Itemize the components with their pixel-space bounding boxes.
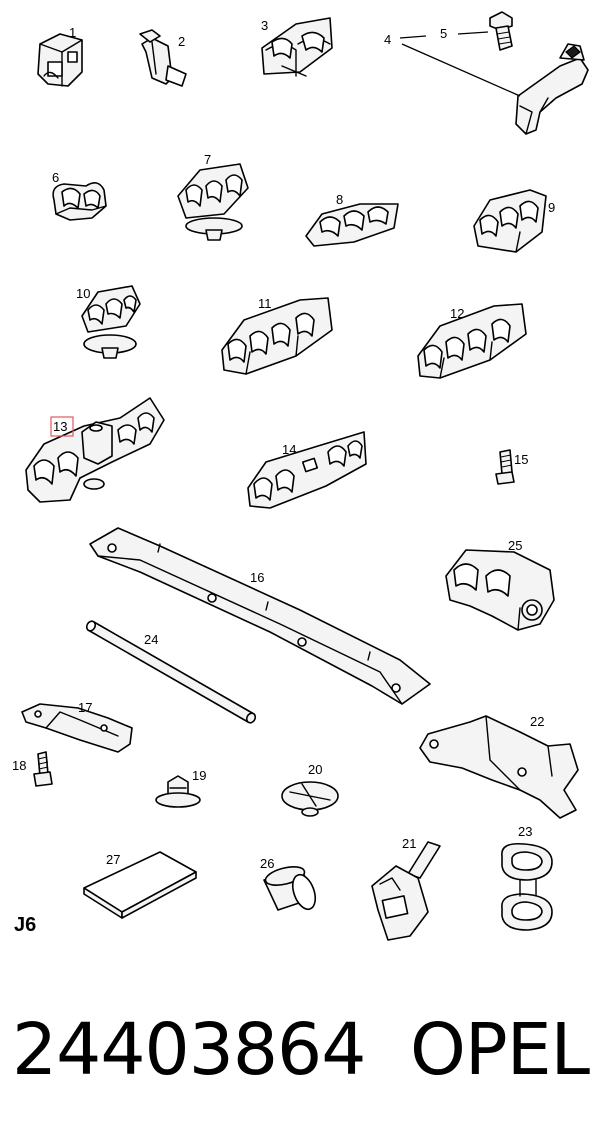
part-23-ring-clip xyxy=(501,842,553,931)
brand-name: OPEL xyxy=(410,1008,590,1091)
callout-10: 10 xyxy=(76,286,90,301)
part-9-triple-clip xyxy=(473,189,547,253)
part-10-clip-mushroom xyxy=(81,285,141,359)
callout-2: 2 xyxy=(178,34,185,49)
callout-25: 25 xyxy=(508,538,522,553)
callout-15: 15 xyxy=(514,452,528,467)
part-26-sleeve xyxy=(263,866,317,911)
callout-6: 6 xyxy=(52,170,59,185)
part-24-rod xyxy=(85,620,257,724)
callout-1: 1 xyxy=(69,25,76,40)
callout-16: 16 xyxy=(250,570,264,585)
callout-23: 23 xyxy=(518,824,532,839)
callout-20: 20 xyxy=(308,762,322,777)
part-1-clip xyxy=(37,33,83,87)
part-3-double-clip xyxy=(261,17,333,77)
leader-4b xyxy=(401,43,521,97)
part-22-bracket xyxy=(419,715,579,819)
diagram-code: J6 xyxy=(14,914,37,936)
callout-9: 9 xyxy=(548,200,555,215)
leader-5 xyxy=(457,31,489,35)
callout-4: 4 xyxy=(384,32,391,47)
callout-27: 27 xyxy=(106,852,120,867)
part-20-plug-cap xyxy=(281,781,339,817)
part-2-stud-clip xyxy=(139,29,187,87)
part-6-twin-clip xyxy=(52,182,107,221)
callout-7: 7 xyxy=(204,152,211,167)
exploded-parts-diagram: 1 2 3 5 4 6 xyxy=(12,11,589,941)
part-5-bolt xyxy=(489,11,513,51)
part-18-small-bolt xyxy=(33,751,53,787)
part-19-push-fastener xyxy=(155,775,201,808)
callout-12: 12 xyxy=(450,306,464,321)
part-27-pad xyxy=(83,851,197,919)
part-8-clip-strip xyxy=(305,203,399,247)
callout-13: 13 xyxy=(53,419,67,434)
part-7-triple-clip xyxy=(177,163,249,241)
callout-11: 11 xyxy=(258,296,272,311)
callout-22: 22 xyxy=(530,714,544,729)
callout-14: 14 xyxy=(282,442,296,457)
callout-17: 17 xyxy=(78,700,92,715)
part-4-bracket xyxy=(515,43,589,135)
part-13-large-clip xyxy=(25,397,165,503)
part-12-quad-clip xyxy=(417,303,527,379)
part-number: 24403864 xyxy=(12,1008,366,1091)
footer-caption: 24403864 OPEL xyxy=(0,1005,600,1095)
part-16-rail xyxy=(89,527,431,705)
part-11-quad-clip xyxy=(221,297,333,375)
leader-4a xyxy=(399,35,427,39)
part-17-bracket-plate xyxy=(21,703,133,753)
part-15-small-bolt xyxy=(495,449,515,485)
callout-13-highlight xyxy=(50,416,74,437)
callout-24: 24 xyxy=(144,632,158,647)
part-21-connector-clip xyxy=(371,841,441,941)
callout-19: 19 xyxy=(192,768,206,783)
callout-26: 26 xyxy=(260,856,274,871)
callout-21: 21 xyxy=(402,836,416,851)
callout-3: 3 xyxy=(261,18,268,33)
part-14-clip-strip xyxy=(247,431,367,509)
callout-5: 5 xyxy=(440,26,447,41)
callout-8: 8 xyxy=(336,192,343,207)
part-25-clip-assembly xyxy=(445,549,555,631)
callout-18: 18 xyxy=(12,758,26,773)
